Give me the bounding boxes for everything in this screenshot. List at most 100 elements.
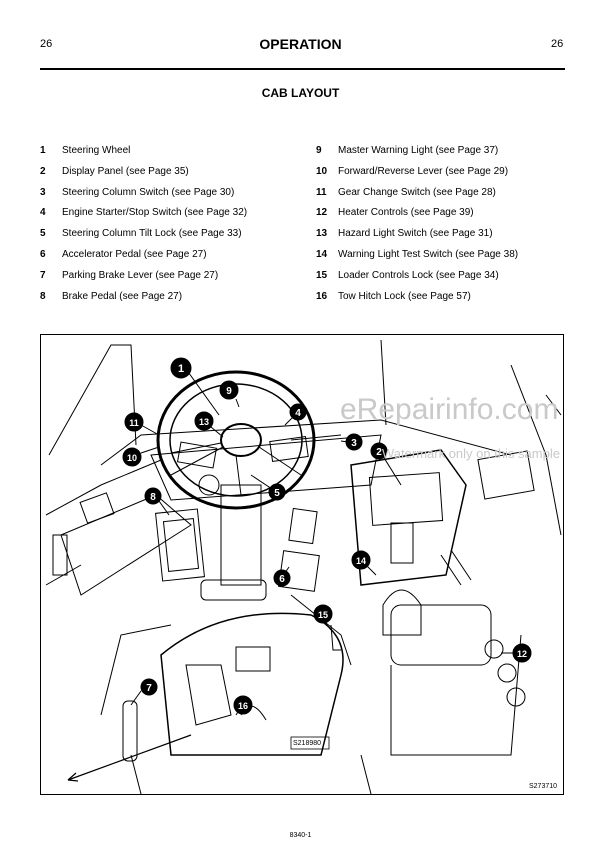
legend-number: 3 — [40, 186, 46, 198]
svg-text:14: 14 — [356, 556, 366, 566]
callout-12: 12 — [501, 643, 532, 663]
watermark-main: eRepairinfo.com — [340, 393, 559, 426]
svg-text:5: 5 — [274, 488, 280, 499]
legend-label: Accelerator Pedal (see Page 27) — [62, 248, 207, 260]
cab-illustration: 1 2 3 4 5 6 7 — [45, 339, 562, 794]
legend-number: 15 — [316, 269, 328, 281]
seat — [67, 594, 372, 794]
legend-item: 16 Tow Hitch Lock (see Page 57) — [316, 291, 518, 312]
legend-item: 11 Gear Change Switch (see Page 28) — [316, 187, 518, 208]
svg-text:3: 3 — [351, 438, 357, 449]
legend-label: Hazard Light Switch (see Page 31) — [338, 228, 493, 240]
legend-label: Steering Wheel — [62, 145, 131, 156]
legend-number: 1 — [40, 145, 46, 156]
dashboard — [52, 434, 382, 596]
svg-text:1: 1 — [178, 363, 184, 375]
callout-8: 8 — [144, 487, 170, 516]
callout-5: 5 — [250, 474, 286, 501]
legend-number: 7 — [40, 269, 46, 281]
callout-9: 9 — [219, 380, 240, 408]
pedals — [155, 507, 320, 592]
legend-left-column: 1 Steering Wheel 2 Display Panel (see Page… — [40, 145, 247, 311]
svg-text:7: 7 — [146, 683, 152, 694]
svg-text:16: 16 — [238, 701, 248, 711]
svg-text:9: 9 — [226, 386, 232, 397]
footer-code: 8340-1 — [289, 832, 312, 839]
legend-number: 2 — [40, 165, 46, 177]
legend-label: Display Panel (see Page 35) — [62, 165, 189, 177]
legend-number: 6 — [40, 248, 46, 260]
legend-label: Forward/Reverse Lever (see Page 29) — [338, 165, 509, 177]
svg-text:12: 12 — [517, 649, 527, 659]
callout-13: 13 — [194, 411, 224, 438]
svg-text:8: 8 — [150, 492, 156, 503]
svg-text:15: 15 — [318, 610, 328, 620]
legend-number: 13 — [316, 228, 328, 240]
callout-6: 6 — [273, 566, 291, 587]
callout-3: 3 — [340, 433, 363, 451]
legend-label: Parking Brake Lever (see Page 27) — [62, 269, 219, 281]
legend-number: 16 — [316, 290, 328, 302]
callout-10: 10 — [122, 446, 160, 467]
legend-number: 14 — [316, 248, 328, 260]
callout-11: 11 — [124, 412, 160, 436]
cab-layout-figure: 1 2 3 4 5 6 7 — [40, 334, 564, 795]
svg-text:6: 6 — [279, 574, 285, 585]
legend-number: 12 — [316, 207, 328, 219]
legend-item: 5 Steering Column Tilt Lock (see Page 33) — [40, 228, 247, 249]
legend-item: 15 Loader Controls Lock (see Page 34) — [316, 270, 518, 291]
legend-item: 10 Forward/Reverse Lever (see Page 29) — [316, 166, 518, 187]
legend-number: 8 — [40, 290, 46, 302]
legend-number: 10 — [316, 165, 328, 177]
figure-code: S273710 — [529, 783, 558, 790]
svg-text:10: 10 — [127, 453, 137, 463]
callout-4: 4 — [284, 403, 307, 426]
legend-number: 5 — [40, 228, 46, 240]
callout-2: 2 — [370, 442, 402, 486]
steering-wheel — [156, 370, 342, 601]
legend-label: Heater Controls (see Page 39) — [338, 207, 474, 219]
callout-7: 7 — [130, 678, 158, 706]
legend-label: Warning Light Test Switch (see Page 38) — [338, 248, 519, 260]
legend-label: Brake Pedal (see Page 27) — [62, 290, 183, 302]
callout-1: 1 — [170, 357, 220, 416]
legend-label: Gear Change Switch (see Page 28) — [338, 186, 496, 198]
svg-text:13: 13 — [199, 417, 209, 427]
legend-label: Engine Starter/Stop Switch (see Page 32) — [62, 207, 248, 219]
legend-right-column: 9 Master Warning Light (see Page 37) 10 Fo… — [316, 145, 518, 311]
inset-code: S218980 — [293, 740, 322, 747]
legend-number: 4 — [40, 207, 46, 219]
cab-frame — [45, 339, 562, 586]
legend-number: 11 — [316, 186, 327, 198]
legend-number: 9 — [316, 145, 322, 156]
watermark-sub: Watermark only on this sample — [382, 446, 560, 461]
svg-text:2: 2 — [376, 447, 382, 458]
legend-item: 7 Parking Brake Lever (see Page 27) — [40, 270, 247, 291]
header-divider — [40, 68, 565, 70]
legend-item: 13 Hazard Light Switch (see Page 31) — [316, 228, 518, 249]
legend-item: 3 Steering Column Switch (see Page 30) — [40, 187, 247, 208]
legend-label: Steering Column Switch (see Page 30) — [62, 186, 235, 198]
legend-item: 12 Heater Controls (see Page 39) — [316, 207, 518, 228]
page-header-title: OPERATION — [259, 36, 342, 52]
legend-item: 4 Engine Starter/Stop Switch (see Page 32… — [40, 207, 247, 228]
svg-text:4: 4 — [295, 408, 301, 419]
callouts: 1 2 3 4 5 6 7 — [122, 357, 532, 716]
legend-item: 14 Warning Light Test Switch (see Page 38… — [316, 249, 518, 270]
callout-16: 16 — [233, 695, 253, 716]
page-number-right: 26 — [551, 38, 564, 50]
section-title: CAB LAYOUT — [261, 86, 340, 100]
callout-15: 15 — [313, 604, 333, 631]
legend-label: Tow Hitch Lock (see Page 57) — [338, 290, 471, 302]
svg-text:11: 11 — [129, 418, 139, 428]
legend-item: 6 Accelerator Pedal (see Page 27) — [40, 249, 247, 270]
legend-item: 2 Display Panel (see Page 35) — [40, 166, 247, 187]
legend-item: 1 Steering Wheel — [40, 145, 247, 166]
legend-label: Master Warning Light (see Page 37) — [338, 145, 499, 156]
page-number-left: 26 — [40, 38, 53, 50]
legend-label: Loader Controls Lock (see Page 34) — [338, 269, 499, 281]
legend-label: Steering Column Tilt Lock (see Page 33) — [62, 228, 242, 240]
right-console — [350, 449, 535, 756]
legend-item: 8 Brake Pedal (see Page 27) — [40, 291, 247, 312]
legend-item: 9 Master Warning Light (see Page 37) — [316, 145, 518, 166]
